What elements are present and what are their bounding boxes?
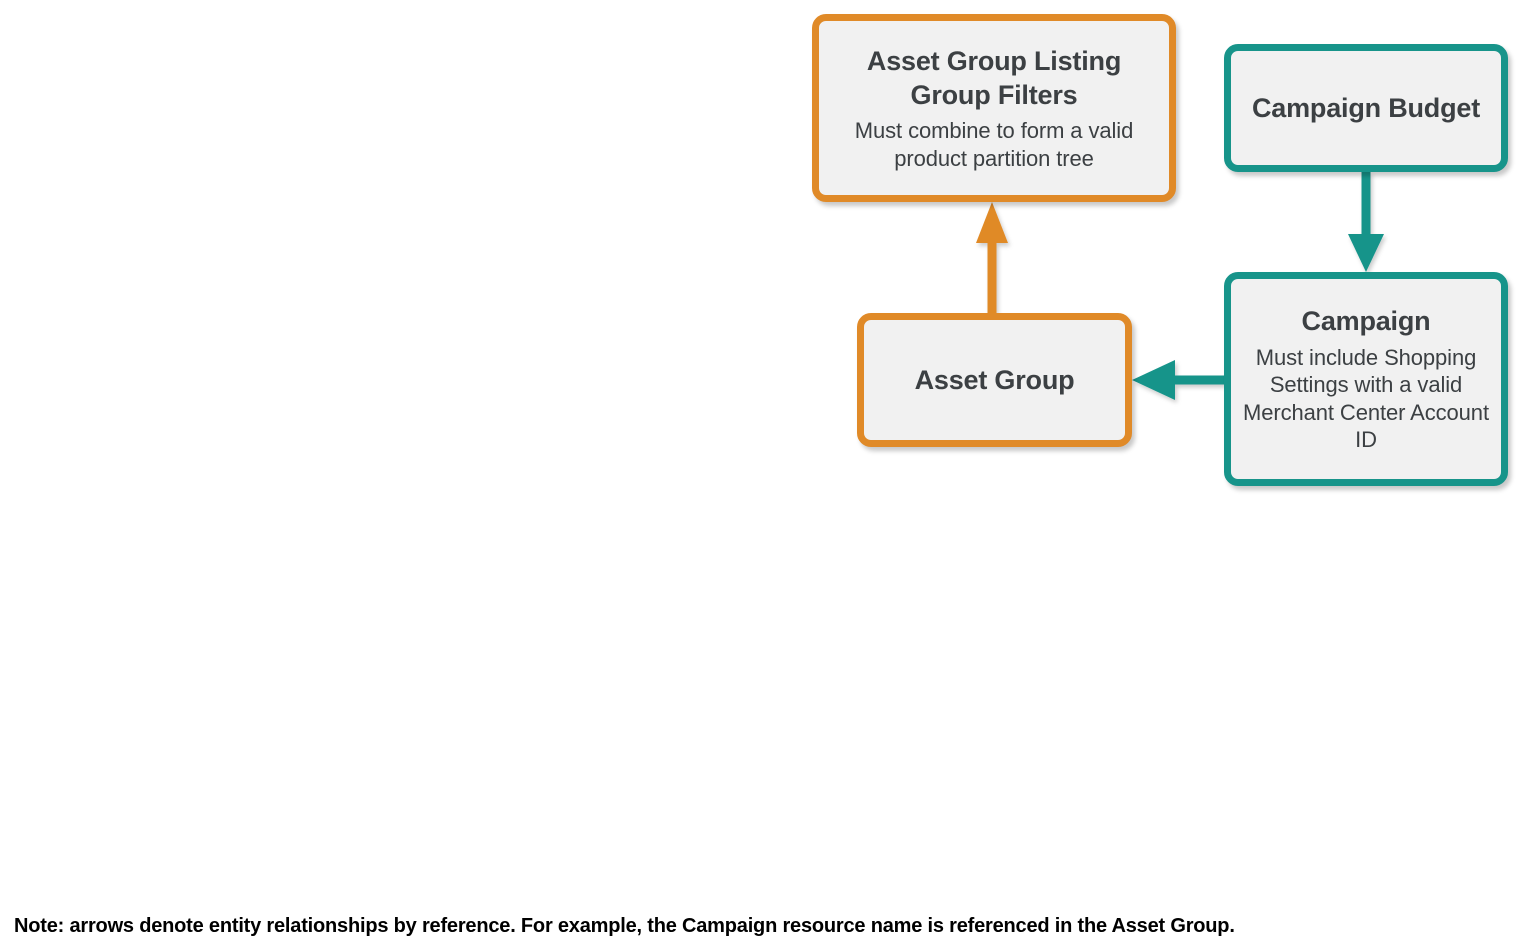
node-title: Asset Group Listing Group Filters xyxy=(866,45,1122,110)
diagram-note: Note: arrows denote entity relationships… xyxy=(14,915,1235,937)
edge-campaign-to-asset-group xyxy=(1132,360,1224,400)
node-asset-group[interactable]: Asset Group xyxy=(857,313,1132,447)
edge-asset-group-to-listing-group-filters xyxy=(976,202,1008,313)
node-description: Must combine to form a valid product par… xyxy=(854,118,1134,171)
node-description: Must include Shopping Settings with a va… xyxy=(1243,344,1489,453)
node-title: Campaign xyxy=(1301,306,1431,337)
node-campaign[interactable]: Campaign Must include Shopping Settings … xyxy=(1224,272,1508,486)
node-campaign-budget[interactable]: Campaign Budget xyxy=(1224,44,1508,172)
node-title: Campaign Budget xyxy=(1251,92,1480,123)
node-asset-group-listing-group-filters[interactable]: Asset Group Listing Group Filters Must c… xyxy=(812,14,1176,202)
edge-campaign-budget-to-campaign xyxy=(1348,172,1384,272)
node-title: Asset Group xyxy=(914,364,1075,395)
